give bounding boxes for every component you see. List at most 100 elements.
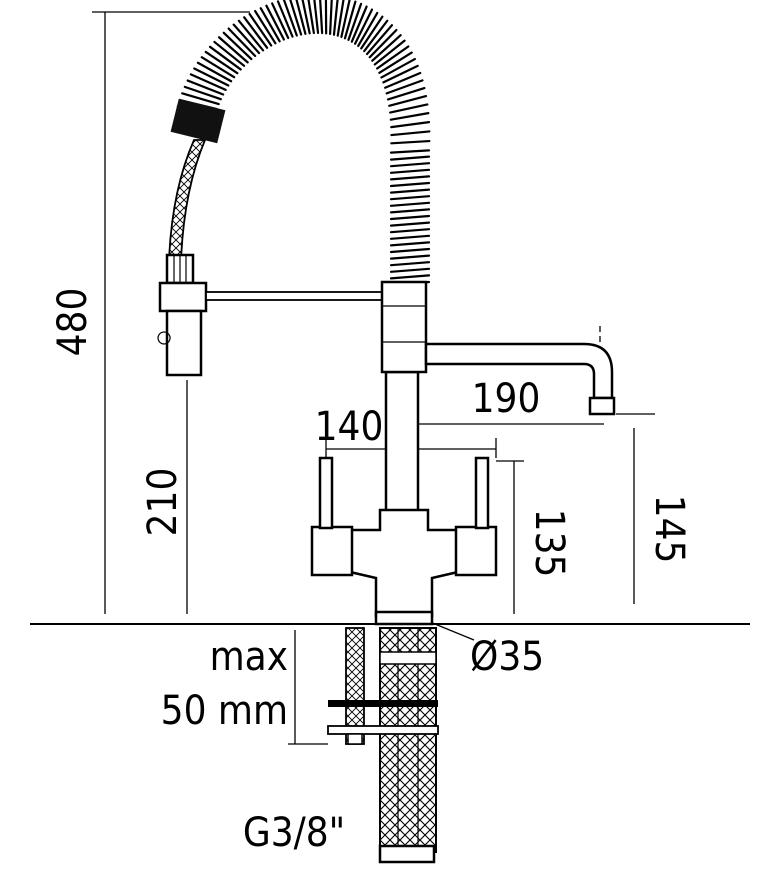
valve-body <box>310 456 498 626</box>
label-210: 210 <box>140 468 186 537</box>
coil-rung <box>390 130 431 137</box>
label-140: 140 <box>315 404 384 450</box>
coil-rung <box>183 85 222 101</box>
coil-rung <box>243 16 269 49</box>
handshower-hose <box>168 139 207 261</box>
coil-rung <box>295 0 307 35</box>
coil-rung <box>389 228 431 234</box>
coil-rung <box>384 71 422 89</box>
coil-rung <box>389 181 431 188</box>
fixing-plate-black <box>328 700 438 707</box>
coil-rung <box>389 188 431 194</box>
coil-rung <box>389 162 431 168</box>
left-handle <box>318 456 334 530</box>
coil-rung <box>343 0 357 40</box>
coil-rung <box>390 139 431 145</box>
coil-rung <box>389 254 431 260</box>
label-max: max <box>210 634 288 680</box>
coil-rung <box>357 11 379 48</box>
coil-rung <box>350 5 368 43</box>
coil-rung <box>389 221 431 227</box>
coil-rung <box>386 86 426 101</box>
coil-rung <box>382 64 419 84</box>
coil-rung <box>271 2 290 40</box>
dimension-max-thickness <box>288 630 328 745</box>
coil-rung <box>332 0 339 36</box>
label-diameter: Ø35 <box>470 634 544 680</box>
coil-rung <box>319 0 324 35</box>
coil-rung <box>265 4 286 41</box>
coil-rung <box>237 19 265 52</box>
dimension-480 <box>92 11 250 614</box>
coil-rung <box>232 23 261 55</box>
coil-rung <box>389 168 431 174</box>
label-connection: G3/8" <box>243 810 345 856</box>
stud-nut <box>347 733 363 745</box>
coil-rung <box>389 261 431 267</box>
handshower-head <box>158 281 208 313</box>
coil-rung <box>365 24 394 56</box>
coil-rung <box>204 50 239 75</box>
mounting-hardware <box>327 627 439 864</box>
dimension-diameter-leader <box>429 621 475 641</box>
coil-rung <box>389 208 431 214</box>
coil-rung <box>389 175 431 181</box>
coil-rung <box>389 112 430 121</box>
coil-rung <box>388 95 428 107</box>
holder-rod <box>205 291 383 301</box>
coil-rung <box>301 0 311 35</box>
coil-rung <box>389 267 431 273</box>
coil-rung <box>196 61 233 83</box>
coil-rung <box>378 51 413 74</box>
coil-rung <box>380 57 416 79</box>
coil-rung <box>360 15 384 50</box>
coil-rung <box>389 274 431 280</box>
supply-hoses <box>379 627 437 853</box>
coil-rung <box>389 149 431 154</box>
column-tube <box>384 370 420 522</box>
coil-rung <box>353 8 374 45</box>
handshower <box>157 98 226 377</box>
handshower-body <box>165 309 203 377</box>
coil-rung <box>389 195 431 201</box>
coil-rung <box>340 0 351 38</box>
coil-rung <box>313 0 320 35</box>
dimension-135 <box>496 460 524 614</box>
coil-rung <box>200 56 236 79</box>
left-cartridge <box>310 525 354 577</box>
label-50mm: 50 mm <box>161 688 288 734</box>
coil-rung <box>329 0 333 36</box>
base-ring <box>374 610 434 626</box>
coil-rung <box>181 92 220 106</box>
coil-rung <box>368 28 398 59</box>
hose-connector <box>378 844 436 864</box>
coil-rung <box>347 2 363 41</box>
coil-rung <box>389 214 431 221</box>
faucet-column <box>380 280 428 522</box>
coil-rung <box>217 36 249 64</box>
coil-rung <box>222 31 253 61</box>
label-190: 190 <box>472 376 541 422</box>
coil-rung <box>389 247 431 254</box>
coil-rung <box>389 234 431 240</box>
coil-rung <box>276 0 294 38</box>
spout <box>424 342 616 416</box>
spring-holder <box>380 280 428 374</box>
coil-rung <box>371 34 402 62</box>
mixer-body <box>348 508 460 618</box>
coil-rung <box>208 45 242 71</box>
right-handle <box>474 456 490 530</box>
coil-rung <box>385 79 424 95</box>
coil-rung <box>389 103 429 114</box>
coil-rung <box>254 9 277 45</box>
coil-rung <box>376 45 410 70</box>
coil-rung <box>189 73 227 92</box>
coil-rung <box>248 12 273 47</box>
coil-rung <box>282 0 298 37</box>
label-480: 480 <box>50 288 96 357</box>
fixing-washer <box>327 725 439 735</box>
coil-rung <box>307 0 315 35</box>
coil-rung <box>336 0 345 37</box>
